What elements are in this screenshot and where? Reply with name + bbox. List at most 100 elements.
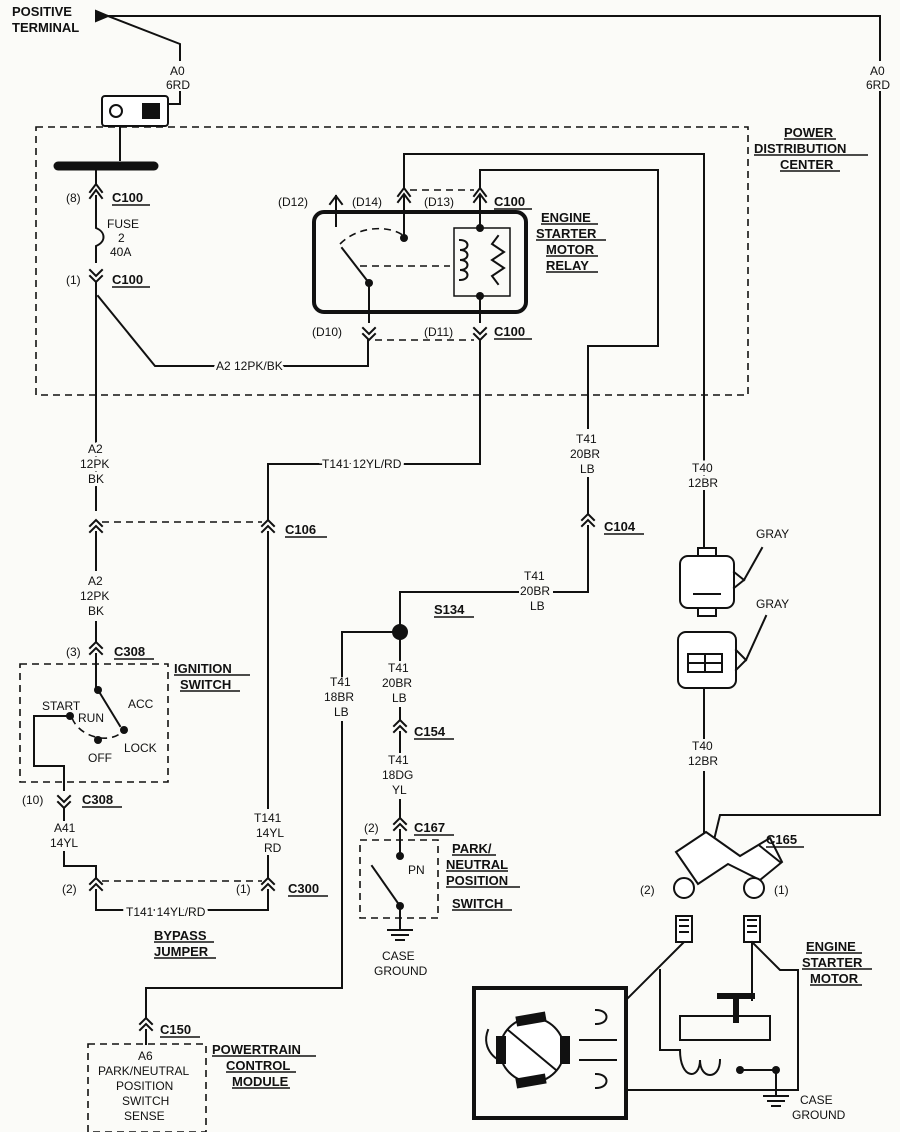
starter-ground-icon xyxy=(763,1095,789,1107)
starter-title-line2: STARTER xyxy=(802,955,863,970)
c165-pin2: (2) xyxy=(640,883,655,897)
wire-t41-c104-down xyxy=(553,525,589,593)
ignition-off: OFF xyxy=(88,751,112,765)
wire-a2b-label-1: A2 xyxy=(88,574,103,588)
pn-ground-1: CASE xyxy=(382,949,415,963)
pdc-pin8: (8) xyxy=(66,191,81,205)
bypass-label-line2: JUMPER xyxy=(154,944,209,959)
relay-title-line1: ENGINE xyxy=(541,210,591,225)
wire-t141-v-label-3: RD xyxy=(264,841,282,855)
relay-title-line3: MOTOR xyxy=(546,242,595,257)
pn-title-line4: SWITCH xyxy=(452,896,503,911)
c104-connector-icon xyxy=(580,512,596,528)
starter-relay: ENGINE STARTER MOTOR RELAY (D12) (D14) (… xyxy=(278,186,606,342)
wire-t40-a-label-2: 12BR xyxy=(688,476,718,490)
wire-t40-a-label-1: T40 xyxy=(692,461,713,475)
pcm-title-line1: POWERTRAIN xyxy=(212,1042,301,1057)
c308-top-label: C308 xyxy=(114,644,145,659)
engine-starter-motor: CASE GROUND ENGINE STARTER MOTOR xyxy=(472,915,872,1122)
wire-t41-c-label-1: T41 xyxy=(330,675,351,689)
c167-connector-icon xyxy=(392,816,408,832)
c165-connector: C165 (2) (1) xyxy=(640,830,804,899)
wire-a0-right-down xyxy=(712,91,881,842)
c308-bottom-label: C308 xyxy=(82,792,113,807)
ignition-start: START xyxy=(42,699,81,713)
pcm-pin-line3: POSITION xyxy=(116,1079,173,1093)
c154-label: C154 xyxy=(414,724,446,739)
pn-title-line2: NEUTRAL xyxy=(446,857,508,872)
s134-splice-dot xyxy=(392,624,408,640)
wire-t41-d-label-1: T41 xyxy=(388,661,409,675)
pcm-pin-line5: SENSE xyxy=(124,1109,165,1123)
ignition-switch: IGNITION SWITCH START RUN ACC OFF LOCK xyxy=(19,653,250,791)
pcm-pin-line4: SWITCH xyxy=(122,1094,169,1108)
c308-top-connector-icon xyxy=(88,640,104,656)
starter-title-line3: MOTOR xyxy=(810,971,859,986)
wire-t41-c-label-3: LB xyxy=(334,705,349,719)
gray2-label: GRAY xyxy=(756,597,789,611)
pn-title-line1: PARK/ xyxy=(452,841,492,856)
wire-t41-e-label-1: T41 xyxy=(388,753,409,767)
c308-pin10: (10) xyxy=(22,793,43,807)
c167-pin2: (2) xyxy=(364,821,379,835)
fuse-label-line3: 40A xyxy=(110,245,131,259)
c100-pin1-connector-icon xyxy=(88,268,104,284)
wire-t40-b-label-1: T40 xyxy=(692,739,713,753)
c300-connector: (2) (1) C300 xyxy=(62,876,328,897)
gray1-leader xyxy=(742,546,764,582)
wire-t141-from-d11 xyxy=(267,339,481,521)
starter-ground-2: GROUND xyxy=(792,1108,846,1122)
wire-a2-label-3: BK xyxy=(88,472,104,486)
fuse-label-line1: FUSE xyxy=(107,217,139,231)
wire-t40-b-label-2: 12BR xyxy=(688,754,718,768)
pdc-title-line1: POWER xyxy=(784,125,834,140)
wire-t41-d-label-2: 20BR xyxy=(382,676,412,690)
fuse-label-line2: 2 xyxy=(118,231,125,245)
gray1-label: GRAY xyxy=(756,527,789,541)
pn-ground-2: GROUND xyxy=(374,964,428,978)
battery-terminal: POSITIVE TERMINAL A0 6RD A0 6RD xyxy=(12,4,890,842)
wire-t40-from-d14 xyxy=(403,153,705,556)
c106-connector: C106 xyxy=(88,518,327,538)
c150-connector-icon xyxy=(138,1016,154,1032)
starter-title-line1: ENGINE xyxy=(806,939,856,954)
wire-a0-right xyxy=(107,15,881,61)
wire-a0-left-code: A0 xyxy=(170,64,185,78)
gray-connector-female: GRAY xyxy=(679,527,789,617)
pcm-title-line3: MODULE xyxy=(232,1074,289,1089)
wire-a0-right-color: 6RD xyxy=(866,78,890,92)
wire-a2-to-relay xyxy=(96,294,369,367)
relay-d11: (D11) xyxy=(424,325,453,339)
pn-title-line3: POSITION xyxy=(446,873,508,888)
relay-c100-top-label: C100 xyxy=(494,194,525,209)
c100-pin8-connector-icon xyxy=(88,182,104,200)
c300-pin1: (1) xyxy=(236,882,251,896)
wire-t41-d-label-3: LB xyxy=(392,691,407,705)
d12-arrow-icon xyxy=(328,194,344,206)
c154-connector-icon xyxy=(392,718,408,734)
pn-ground-icon xyxy=(387,905,413,941)
bypass-label-line1: BYPASS xyxy=(154,928,207,943)
terminal-arrow-icon xyxy=(95,9,111,23)
gray2-leader xyxy=(744,614,768,662)
wire-a0-left xyxy=(106,14,181,61)
pdc-boundary xyxy=(35,126,749,396)
wire-t141-bottom-label: T141 14YL/RD xyxy=(126,905,206,919)
wire-t41-to-s134 xyxy=(399,591,519,633)
pdc-title-underline xyxy=(754,138,868,172)
fuse-2: (8) C100 FUSE 2 40A (1) C100 xyxy=(66,165,150,288)
ignition-lock: LOCK xyxy=(124,741,157,755)
wire-t41-e-label-2: 18DG xyxy=(382,768,413,782)
battery-clamp-icon xyxy=(101,95,169,161)
bypass-jumper-wire xyxy=(95,889,269,911)
battery-label-line2: TERMINAL xyxy=(12,20,79,35)
c106-label: C106 xyxy=(285,522,316,537)
wire-t41-b-label-1: T41 xyxy=(524,569,545,583)
ignition-title-line1: IGNITION xyxy=(174,661,232,676)
wire-t41-a-label-1: T41 xyxy=(576,432,597,446)
wire-a2b-label-2: 12PK xyxy=(80,589,109,603)
ignition-run: RUN xyxy=(78,711,104,725)
c300-pin2: (2) xyxy=(62,882,77,896)
gray-connector-male: GRAY xyxy=(677,597,789,689)
